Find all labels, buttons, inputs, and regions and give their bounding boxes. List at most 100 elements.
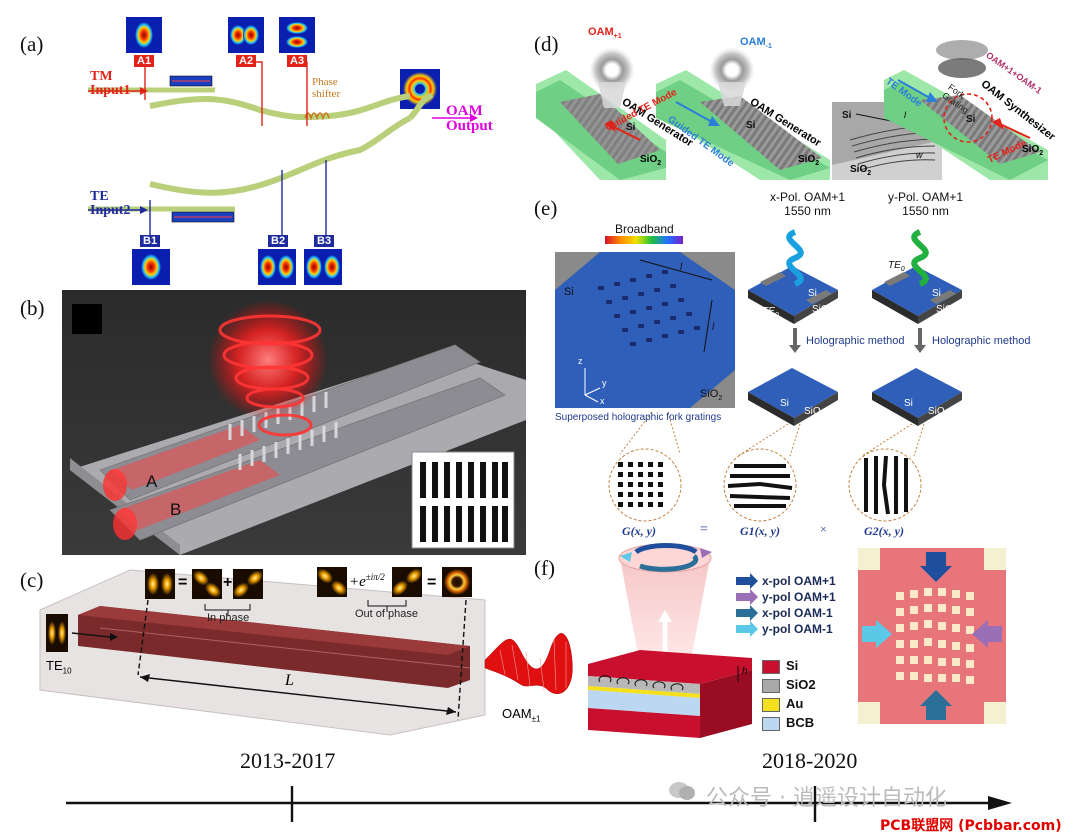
superposed-label: Superposed holographic fork gratings (555, 412, 722, 423)
te0-1-main: TE (762, 306, 775, 317)
sio2-e2-sub: 2 (952, 310, 957, 317)
si-label-d3: Si (842, 110, 852, 121)
tm-label: TM (90, 69, 113, 84)
te0-2-main: TE (888, 260, 901, 271)
oam-minus-main: OAM (740, 36, 766, 48)
phase-shifter-line-1: Phase (312, 76, 338, 88)
eq-g1: G1(x, y) (740, 524, 780, 538)
panel-e-diagram (555, 229, 962, 522)
sio2-label-d4: SiO2 (1022, 144, 1043, 157)
panel-c-label: (c) (20, 568, 44, 592)
oam-output-label: OAM Output (446, 104, 493, 134)
legend-row-2: y-pol OAM+1 (762, 590, 836, 604)
oam-output-line-2: Output (446, 118, 493, 134)
oam-minus-sub: -1 (765, 43, 772, 51)
ypol-label: y-Pol. OAM+1 1550 nm (888, 190, 963, 218)
sio2-label-e1: SiO2 (812, 304, 833, 317)
material-swatch-sio2 (762, 679, 780, 693)
panel-c-diagram (39, 567, 573, 736)
sio2-d2-main: SiO (798, 154, 816, 165)
material-sio2: SiO2 (786, 677, 816, 692)
eq-times: × (820, 522, 827, 536)
eq-equals-1: = (178, 574, 188, 591)
oam-pm1-label: OAM±1 (502, 706, 540, 724)
panel-e-label: (e) (534, 196, 558, 220)
sio2-label-e-main: SiO2 (700, 388, 722, 402)
axis-z: z (578, 356, 583, 366)
waveguide-a-label: A (146, 472, 158, 491)
si-label-d4: Si (966, 114, 976, 125)
broadband-label: Broadband (615, 222, 674, 236)
sio2-e-sub: 2 (718, 395, 723, 403)
sio2-label-e4: SiO2 (928, 406, 949, 419)
holographic-label-1: Holographic method (806, 335, 905, 347)
phase-shifter-label: Phase shifter (312, 76, 340, 100)
te0-1-sub: 0 (774, 312, 779, 319)
in-phase-label: In phase (207, 612, 250, 624)
oam-plus-main: OAM (588, 26, 614, 38)
material-swatch-au (762, 698, 780, 712)
xpol-line-1: x-Pol. OAM+1 (770, 190, 846, 204)
sio2-label-d2: SiO2 (798, 154, 819, 167)
panel-f-label: (f) (534, 556, 555, 580)
material-swatch-bcb (762, 717, 780, 731)
tm-sub-label: Input1 (90, 83, 131, 98)
te10-label: TE10 (46, 658, 72, 676)
oam-output-line-1: OAM (446, 103, 483, 119)
sio2-label-e3: SiO2 (804, 406, 825, 419)
tag-a2: A2 (236, 55, 257, 67)
te10-main: TE (46, 658, 63, 673)
legend-row-1: x-pol OAM+1 (762, 574, 836, 588)
te-input-label: TE Input2 (90, 190, 130, 218)
length-l-e-2: l (712, 322, 715, 333)
phase-shifter-line-2: shifter (312, 88, 341, 100)
wechat-watermark: 公众号 · 逍遥设计自动化 (706, 786, 947, 811)
sio2-d3-sub: 2 (867, 170, 872, 177)
sio2-e1-sub: 2 (828, 310, 833, 317)
oam-pm1-main: OAM (502, 706, 532, 721)
era-label-2013-2017: 2013-2017 (240, 748, 336, 773)
oam-pm1-sub: ±1 (531, 714, 541, 724)
grating-w-label: w (916, 150, 923, 160)
wechat-icon (668, 780, 696, 802)
si-label-d1: Si (626, 122, 636, 133)
h-label: h (742, 666, 748, 677)
sio2-label-d3: SiO2 (850, 164, 871, 177)
te-label: TE (90, 189, 109, 204)
sio2-label-e2: SiO2 (936, 304, 957, 317)
sio2-d2-sub: 2 (815, 160, 820, 167)
panel-b-label: (b) (20, 296, 45, 320)
eq-plus-1: + (223, 574, 233, 591)
panel-b-diagram (62, 290, 526, 555)
sio2-e4-main: SiO (928, 406, 945, 417)
legend-row-3: x-pol OAM-1 (762, 606, 833, 620)
era-label-2018-2020: 2018-2020 (762, 748, 858, 773)
sio2-d1-main: SiO (640, 154, 658, 165)
sio2-e-main: SiO (700, 388, 719, 400)
eq-g: G(x, y) (622, 524, 656, 538)
tag-b1: B1 (140, 235, 161, 247)
oam-plus-label: OAM+1 (588, 26, 622, 40)
si-label-d2: Si (746, 120, 756, 131)
grating-l-label: l (904, 110, 906, 120)
sio2-label-d1: SiO2 (640, 154, 661, 167)
tag-a3: A3 (287, 55, 308, 67)
sio2-e3-sub: 2 (820, 412, 825, 419)
xpol-label: x-Pol. OAM+1 1550 nm (770, 190, 845, 218)
sio2-e1-main: SiO (812, 304, 829, 315)
out-of-phase-label: Out of phase (355, 608, 418, 620)
sio2-d4-main: SiO (1022, 144, 1040, 155)
material-bcb: BCB (786, 715, 815, 730)
panel-d-diagram (536, 40, 1048, 180)
sio2-e3-main: SiO (804, 406, 821, 417)
eq-g2: G2(x, y) (864, 524, 904, 538)
si-label-e1: Si (808, 288, 817, 299)
panel-a-label: (a) (20, 32, 44, 56)
si-label-e4: Si (904, 398, 913, 409)
tag-b3: B3 (314, 235, 335, 247)
legend-row-4: y-pol OAM-1 (762, 622, 833, 636)
tag-a1: A1 (134, 55, 155, 67)
sio2-d1-sub: 2 (657, 160, 662, 167)
length-label: L (285, 672, 294, 689)
